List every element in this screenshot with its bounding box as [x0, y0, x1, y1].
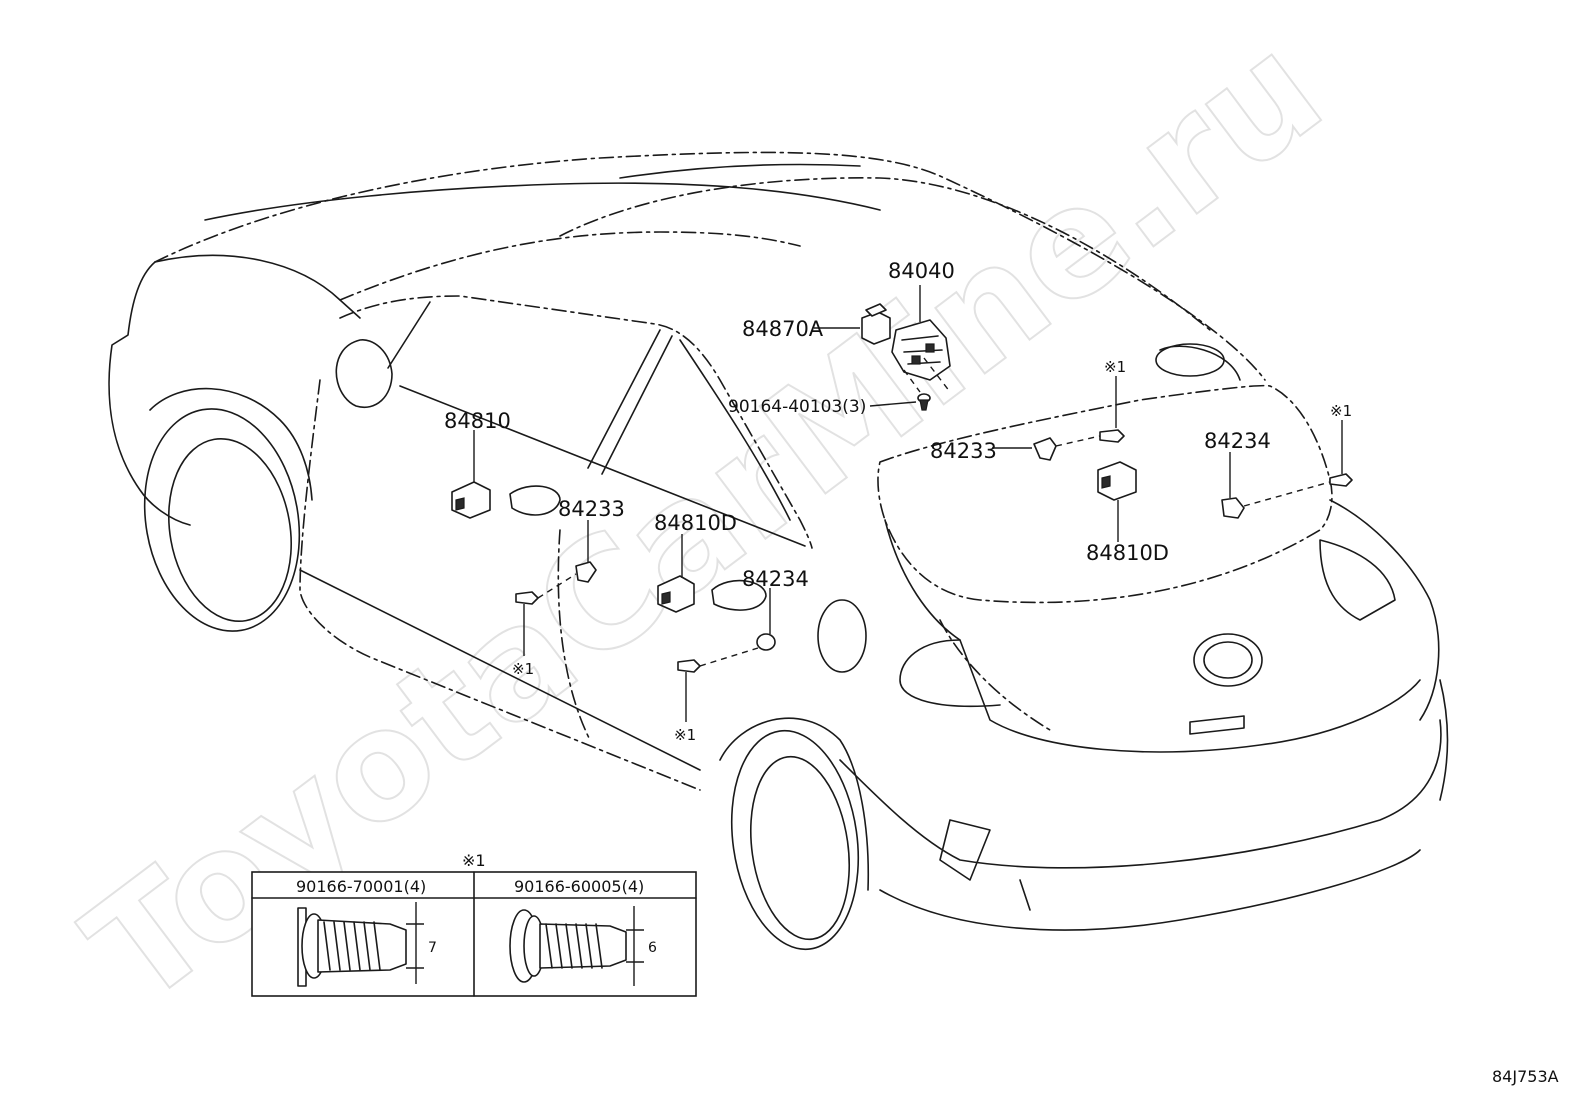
ref-mark-mid: ※1	[674, 726, 696, 744]
bolt-90166-60005-drawing: 6	[509, 906, 657, 986]
part-84233-clip-center	[1033, 437, 1057, 461]
part-84234-grommet-mid	[756, 633, 776, 651]
part-90164-screw	[917, 393, 931, 411]
car-body-outline	[108, 151, 1449, 951]
part-bolt-center	[1099, 429, 1125, 443]
part-84810-switch-front	[451, 481, 561, 519]
part-84040-switch	[891, 319, 951, 381]
ref-mark-right: ※1	[1330, 402, 1352, 420]
legend-col1-label: 90166-70001(4)	[296, 877, 426, 896]
leader-lines	[473, 285, 1343, 722]
part-bolt-right	[1329, 473, 1353, 487]
callout-84233-left: 84233	[558, 497, 625, 521]
callout-90164-40103: 90164-40103(3)	[728, 397, 866, 417]
callout-84810D-mid: 84810D	[654, 511, 737, 535]
fastener-legend: ※1 90166-70001(4) 90166-60005(4) 7 6	[251, 851, 697, 997]
dim-6: 6	[648, 940, 657, 956]
callout-84234-mid: 84234	[742, 567, 809, 591]
part-84234-grommet-right	[1221, 497, 1245, 519]
legend-col2-label: 90166-60005(4)	[514, 877, 644, 896]
part-screw-left	[515, 591, 539, 605]
figure-code: 84J753A	[1492, 1067, 1559, 1086]
callout-84040: 84040	[888, 259, 955, 283]
ref-mark-center: ※1	[1104, 358, 1126, 376]
legend-title: ※1	[462, 851, 486, 870]
callout-84233-center: 84233	[930, 439, 997, 463]
callout-84234-right: 84234	[1204, 429, 1271, 453]
part-84870A-connector	[861, 303, 891, 345]
part-screw-mid	[677, 659, 701, 673]
callout-84810D-right: 84810D	[1086, 541, 1169, 565]
part-84810D-switch-right	[1097, 461, 1137, 501]
bolt-90166-70001-drawing: 7	[297, 902, 437, 987]
callout-84870A: 84870A	[742, 317, 824, 341]
part-84233-clip-left	[575, 561, 597, 583]
ref-mark-left: ※1	[512, 660, 534, 678]
callout-84810: 84810	[444, 409, 511, 433]
dim-7: 7	[428, 940, 437, 956]
part-84810D-switch-mid	[657, 575, 767, 613]
